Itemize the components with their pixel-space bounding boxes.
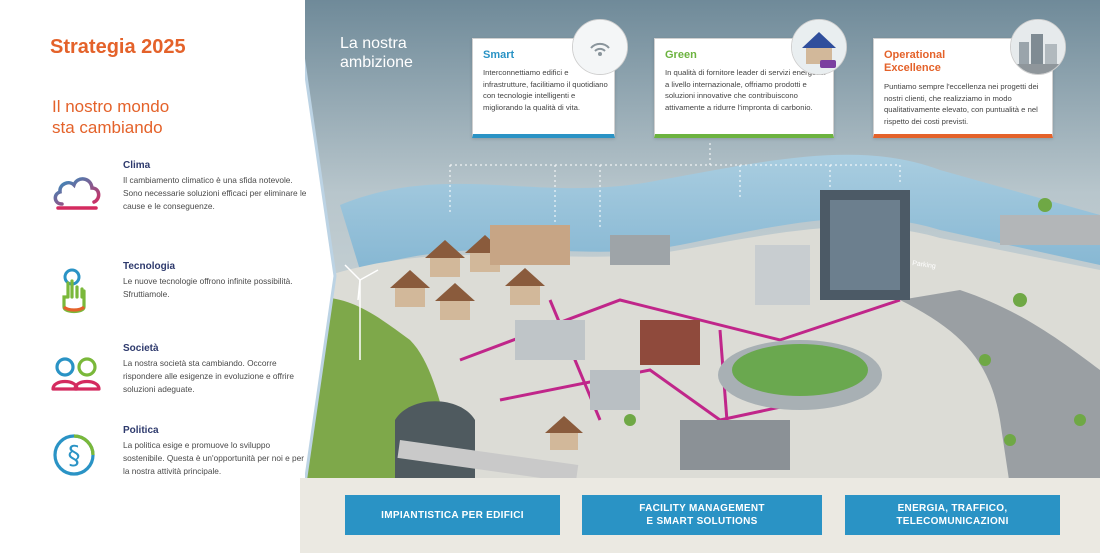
topic-text: La nostra società sta cambiando. Occorre… — [123, 358, 294, 394]
topic-title: Politica — [123, 425, 159, 436]
card-text: Puntiamo sempre l'eccellenza nei progett… — [884, 82, 1039, 126]
button-label-line-2: E SMART SOLUTIONS — [646, 516, 758, 527]
subtitle-line-2: sta cambiando — [52, 118, 163, 137]
topic-text: Le nuove tecnologie offrono infinite pos… — [123, 276, 293, 299]
parking-sign: Parking — [912, 260, 937, 270]
touch-hand-icon — [62, 268, 86, 314]
wifi-icon — [573, 20, 627, 74]
paragraph-icon: § — [53, 434, 95, 476]
left-panel: Strategia 2025 Il nostro mondo sta cambi… — [0, 0, 307, 553]
button-label-line-1: FACILITY MANAGEMENT — [639, 503, 765, 514]
card-text: In qualità di fornitore leader di serviz… — [665, 68, 826, 112]
card-title: Smart — [483, 49, 515, 61]
button-label-line-1: ENERGIA, TRAFFICO, — [897, 503, 1008, 514]
svg-text:§: § — [68, 441, 81, 471]
card-badge-wifi — [572, 19, 628, 75]
button-label: ENERGIA, TRAFFICO, TELECOMUNICAZIONI — [845, 502, 1060, 528]
card-title-line-1: Operational — [884, 49, 946, 61]
bridge — [1000, 215, 1100, 245]
card-smart: Smart Interconnettiamo edifici e infrast… — [472, 19, 628, 138]
ambition-line-2: ambizione — [340, 54, 413, 71]
subtitle-line-1: Il nostro mondo — [52, 97, 170, 116]
card-green: Green In qualità di fornitore leader di … — [654, 19, 847, 138]
people-icon — [51, 357, 101, 391]
facility-management-button[interactable]: FACILITY MANAGEMENT E SMART SOLUTIONS — [582, 495, 822, 535]
topic-title: Società — [123, 343, 159, 354]
ambition-heading: La nostra ambizione — [340, 34, 413, 72]
cloud-icon — [53, 177, 101, 210]
card-badge-solar-house — [791, 19, 847, 75]
solar-house-icon — [792, 20, 846, 74]
stadium — [718, 340, 882, 410]
button-label: IMPIANTISTICA PER EDIFICI — [381, 509, 524, 521]
page-title: Strategia 2025 — [50, 36, 186, 58]
tunnel — [395, 401, 475, 480]
connection-lines — [449, 140, 901, 230]
buildings — [490, 190, 910, 470]
card-operational-excellence: Operational Excellence Puntiamo sempre l… — [873, 19, 1066, 138]
card-text: Interconnettiamo edifici e infrastruttur… — [483, 68, 608, 112]
topic-title: Clima — [123, 160, 151, 171]
button-label-line-2: TELECOMUNICAZIONI — [896, 516, 1009, 527]
topic-text: La politica esige e promuove lo sviluppo… — [123, 440, 305, 476]
trees — [624, 198, 1086, 446]
energia-traffico-button[interactable]: ENERGIA, TRAFFICO, TELECOMUNICAZIONI — [845, 495, 1060, 535]
train — [397, 440, 579, 483]
city-icon — [1011, 20, 1065, 74]
topic-text: Il cambiamento climatico è una sfida not… — [123, 175, 307, 211]
ambition-line-1: La nostra — [340, 35, 407, 52]
impiantistica-button[interactable]: IMPIANTISTICA PER EDIFICI — [345, 495, 560, 535]
topic-title: Tecnologia — [123, 261, 176, 272]
card-title: Green — [665, 49, 697, 61]
wind-turbines — [344, 264, 379, 360]
card-title: Operational Excellence — [884, 49, 945, 75]
card-title-line-2: Excellence — [884, 62, 941, 74]
button-label: FACILITY MANAGEMENT E SMART SOLUTIONS — [582, 502, 822, 528]
subtitle: Il nostro mondo sta cambiando — [52, 96, 252, 138]
card-badge-city — [1010, 19, 1066, 75]
